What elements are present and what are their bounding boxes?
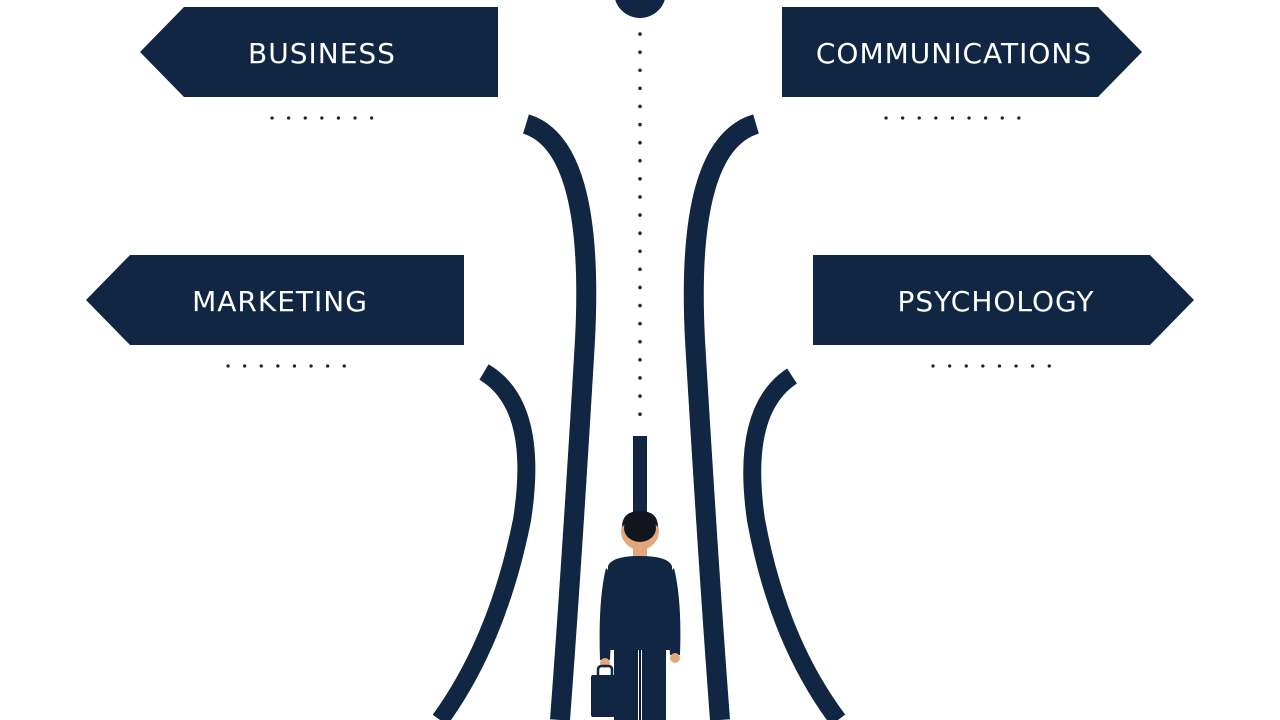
business-arrow-shape [140,7,498,97]
business-label: BUSINESS [248,37,396,70]
person-neck [633,546,647,558]
person-right-arm [664,568,681,655]
center-post [633,436,647,516]
road-line-right-inner [683,114,760,720]
person-right-hand [670,653,680,663]
road-line-right-outer [743,368,846,720]
communications-sign: COMMUNICATIONS [782,7,1142,97]
communications-arrow-shape [782,7,1142,97]
person-head-back [624,514,656,542]
top-node-circle [615,0,665,18]
person-right-leg [642,648,666,720]
person-torso [604,556,676,650]
road-line-left-inner [522,114,597,720]
marketing-label: MARKETING [192,285,368,318]
person-left-leg [614,648,638,720]
road-line-left-outer [432,364,536,720]
business-sign: BUSINESS [140,7,498,97]
psychology-label: PSYCHOLOGY [898,285,1095,318]
marketing-sign: MARKETING [86,255,464,345]
psychology-arrow-shape [813,255,1194,345]
person-left-arm [599,568,616,660]
briefcase-icon [591,664,615,717]
communications-label: COMMUNICATIONS [816,37,1092,70]
person-with-briefcase-icon [591,511,681,720]
marketing-arrow-shape [86,255,464,345]
psychology-sign: PSYCHOLOGY [813,255,1194,345]
